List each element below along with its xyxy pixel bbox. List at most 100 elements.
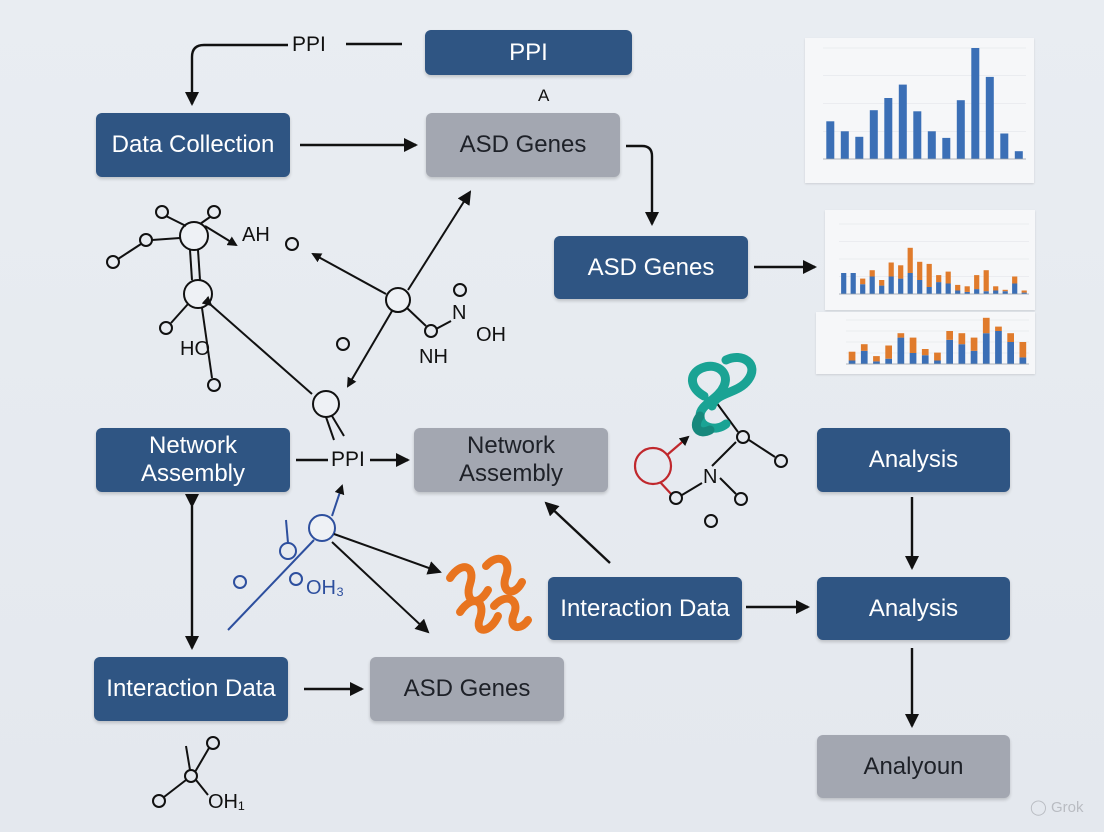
- chart-bar: [936, 282, 942, 294]
- chart-bar: [964, 291, 970, 294]
- chart-bar: [869, 276, 875, 294]
- data-collection-label: Data Collection: [111, 131, 275, 159]
- chart-bar: [926, 287, 932, 294]
- ppi-edge-label-top: PPI: [292, 33, 326, 56]
- analysis-mid-label: Analysis: [868, 594, 959, 622]
- chart-bar: [898, 84, 907, 159]
- chart-bar: [1002, 289, 1008, 292]
- chart-bar: [860, 278, 866, 285]
- bar-chart-mid: [839, 223, 1029, 295]
- chart-bar: [958, 344, 966, 364]
- interaction-data-left-label: Interaction Data: [106, 675, 276, 703]
- watermark-text: Grok: [1050, 799, 1084, 816]
- chart-bar: [958, 333, 966, 345]
- chart-bar: [848, 351, 856, 361]
- nh-atom-label: NH: [419, 346, 448, 368]
- chart-bar: [1012, 276, 1018, 284]
- data-collection-node[interactable]: Data Collection: [96, 113, 290, 177]
- chart-bar: [860, 344, 868, 351]
- chart-bar: [850, 273, 856, 294]
- chart-bar: [983, 270, 989, 292]
- bar-chart-bottom: [846, 317, 1029, 365]
- chart-bar: [860, 284, 866, 294]
- analysis-top-label: Analysis: [868, 446, 959, 474]
- chart-bar: [898, 265, 904, 279]
- interaction-data-node-left[interactable]: Interaction Data: [94, 657, 288, 721]
- chart-bar: [970, 337, 978, 351]
- arrow-ppi-to-data-collection: [185, 43, 288, 106]
- molecule-blue: [227, 484, 345, 631]
- chart-bar: [885, 345, 892, 359]
- analyoun-node[interactable]: Analyoun: [817, 735, 1010, 798]
- small-a-label: A: [538, 86, 550, 105]
- chart-bar: [982, 317, 990, 334]
- chart-bar: [897, 333, 905, 338]
- chart-bar: [888, 262, 894, 277]
- chart-bar: [945, 283, 951, 294]
- molecule-left: [106, 205, 313, 395]
- chart-bar: [927, 131, 936, 160]
- chart-bar: [897, 337, 905, 364]
- chart-bar: [942, 137, 951, 159]
- asd-genes-node-bottom[interactable]: ASD Genes: [370, 657, 564, 721]
- oh3-atom-label: OH₃: [306, 577, 345, 599]
- chart-bar: [860, 350, 868, 364]
- chart-bar: [921, 355, 929, 364]
- chart-bar: [956, 100, 965, 159]
- chart-bar: [982, 333, 990, 364]
- analysis-node-mid[interactable]: Analysis: [817, 577, 1010, 640]
- chart-bar: [995, 326, 1002, 331]
- chart-bar: [913, 111, 922, 159]
- chart-bar: [970, 350, 978, 364]
- ppi-edge-label-mid: PPI: [331, 448, 365, 471]
- ppi-node-top-label: PPI: [509, 38, 548, 66]
- chart-bar: [909, 337, 917, 353]
- network-assembly-node-left[interactable]: Network Assembly: [96, 428, 290, 492]
- analysis-node-top[interactable]: Analysis: [817, 428, 1010, 492]
- chart-bar: [885, 358, 892, 364]
- chart-bar: [993, 286, 999, 291]
- ppi-node-top[interactable]: PPI: [425, 30, 632, 75]
- interaction-data-node-mid[interactable]: Interaction Data: [548, 577, 742, 640]
- chart-panel-bottom: [816, 312, 1035, 374]
- chart-bar: [1007, 333, 1014, 342]
- chart-bar: [1000, 133, 1009, 159]
- chart-bar: [995, 331, 1002, 364]
- chart-bar: [1019, 342, 1027, 358]
- chart-bar: [879, 280, 885, 286]
- ah-atom-label: AH: [242, 224, 270, 246]
- chart-bar: [971, 48, 980, 159]
- chart-bar: [945, 271, 951, 284]
- chart-bar: [879, 285, 885, 294]
- asd-genes-node-top[interactable]: ASD Genes: [426, 113, 620, 177]
- teal-protein-icon: [688, 353, 757, 437]
- chart-bar: [898, 278, 904, 294]
- chart-bar: [869, 110, 878, 159]
- asd-genes-node-mid[interactable]: ASD Genes: [554, 236, 748, 299]
- n-atom-label: N: [452, 302, 467, 324]
- chart-bar: [841, 273, 847, 294]
- arrow-blue-to-protein: [333, 533, 442, 575]
- chart-bar: [993, 290, 999, 294]
- chart-bar: [917, 280, 923, 294]
- chart-bar: [946, 331, 953, 340]
- chart-bar: [1002, 291, 1008, 294]
- network-assembly-node-mid[interactable]: Network Assembly: [414, 428, 608, 492]
- chart-panel-mid: [825, 210, 1035, 310]
- network-assembly-mid-label: Network Assembly: [458, 432, 564, 487]
- chart-bar: [1019, 357, 1027, 364]
- chart-bar: [1021, 290, 1027, 293]
- arrow-interaction-to-network-mid: [544, 501, 611, 564]
- chart-bar: [909, 353, 917, 364]
- grok-watermark: ◯ Grok: [1030, 799, 1084, 816]
- chart-bar: [873, 356, 880, 362]
- chart-bar: [826, 121, 835, 159]
- arrow-asd-top-to-asd-mid: [626, 144, 659, 226]
- interaction-data-mid-label: Interaction Data: [560, 594, 730, 622]
- arrow-blue-to-asd-bottom: [331, 541, 430, 634]
- chart-bar: [936, 275, 942, 283]
- chart-bar: [1021, 292, 1027, 294]
- chart-bar: [917, 261, 923, 280]
- n-red-atom-label: N: [703, 466, 718, 488]
